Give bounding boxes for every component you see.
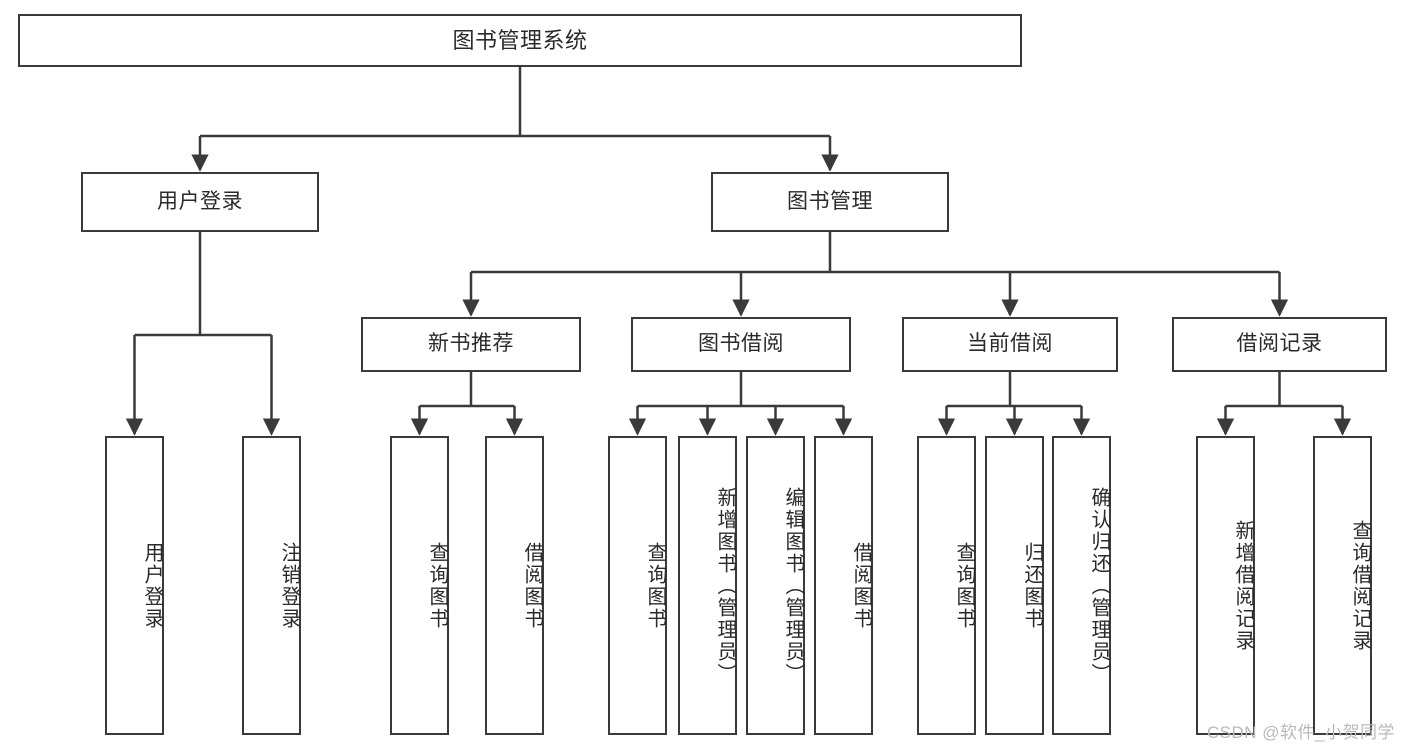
- node-label: 确认归还（管理员）: [1088, 486, 1110, 685]
- node-leaf-confirm[interactable]: 确认归还（管理员）: [1052, 436, 1111, 735]
- node-book-borrow[interactable]: 图书借阅: [631, 317, 851, 372]
- node-label: 图书管理系统: [452, 27, 588, 53]
- node-leaf-borrow-2[interactable]: 借阅图书: [814, 436, 873, 735]
- node-borrow-record[interactable]: 借阅记录: [1172, 317, 1387, 372]
- node-label: 新增图书（管理员）: [714, 486, 736, 685]
- node-root[interactable]: 图书管理系统: [18, 14, 1022, 67]
- node-label: 编辑图书（管理员）: [782, 486, 804, 685]
- node-leaf-borrow-1[interactable]: 借阅图书: [485, 436, 544, 735]
- node-label: 当前借阅: [967, 332, 1053, 356]
- node-label: 借阅图书: [521, 541, 543, 630]
- node-leaf-query-3[interactable]: 查询图书: [917, 436, 976, 735]
- node-leaf-edit-book[interactable]: 编辑图书（管理员）: [746, 436, 805, 735]
- node-leaf-add-rec[interactable]: 新增借阅记录: [1196, 436, 1255, 735]
- node-leaf-return[interactable]: 归还图书: [985, 436, 1044, 735]
- node-label: 用户登录: [157, 189, 243, 213]
- node-label: 借阅记录: [1236, 332, 1323, 356]
- node-label: 查询图书: [426, 541, 448, 630]
- node-label: 查询图书: [644, 541, 666, 630]
- node-label: 查询图书: [953, 541, 975, 630]
- node-leaf-user-login[interactable]: 用户登录: [105, 436, 164, 735]
- node-label: 查询借阅记录: [1349, 519, 1371, 652]
- node-label: 归还图书: [1021, 541, 1043, 630]
- node-label: 借阅图书: [850, 541, 872, 630]
- node-leaf-query-2[interactable]: 查询图书: [608, 436, 667, 735]
- node-label: 用户登录: [141, 541, 163, 630]
- node-label: 新增借阅记录: [1232, 519, 1254, 652]
- node-leaf-query-1[interactable]: 查询图书: [390, 436, 449, 735]
- node-label: 新书推荐: [428, 332, 514, 356]
- node-label: 图书管理: [787, 189, 873, 213]
- node-leaf-query-rec[interactable]: 查询借阅记录: [1313, 436, 1372, 735]
- node-current-borrow[interactable]: 当前借阅: [902, 317, 1118, 372]
- node-leaf-logout[interactable]: 注销登录: [242, 436, 301, 735]
- node-leaf-add-book[interactable]: 新增图书（管理员）: [678, 436, 737, 735]
- node-user-login[interactable]: 用户登录: [81, 172, 319, 232]
- csdn-watermark: CSDN @软件_小贺同学: [1206, 723, 1395, 742]
- node-label: 图书借阅: [698, 332, 784, 356]
- node-book-manage[interactable]: 图书管理: [711, 172, 949, 232]
- node-new-book-rec[interactable]: 新书推荐: [361, 317, 581, 372]
- node-label: 注销登录: [278, 541, 300, 630]
